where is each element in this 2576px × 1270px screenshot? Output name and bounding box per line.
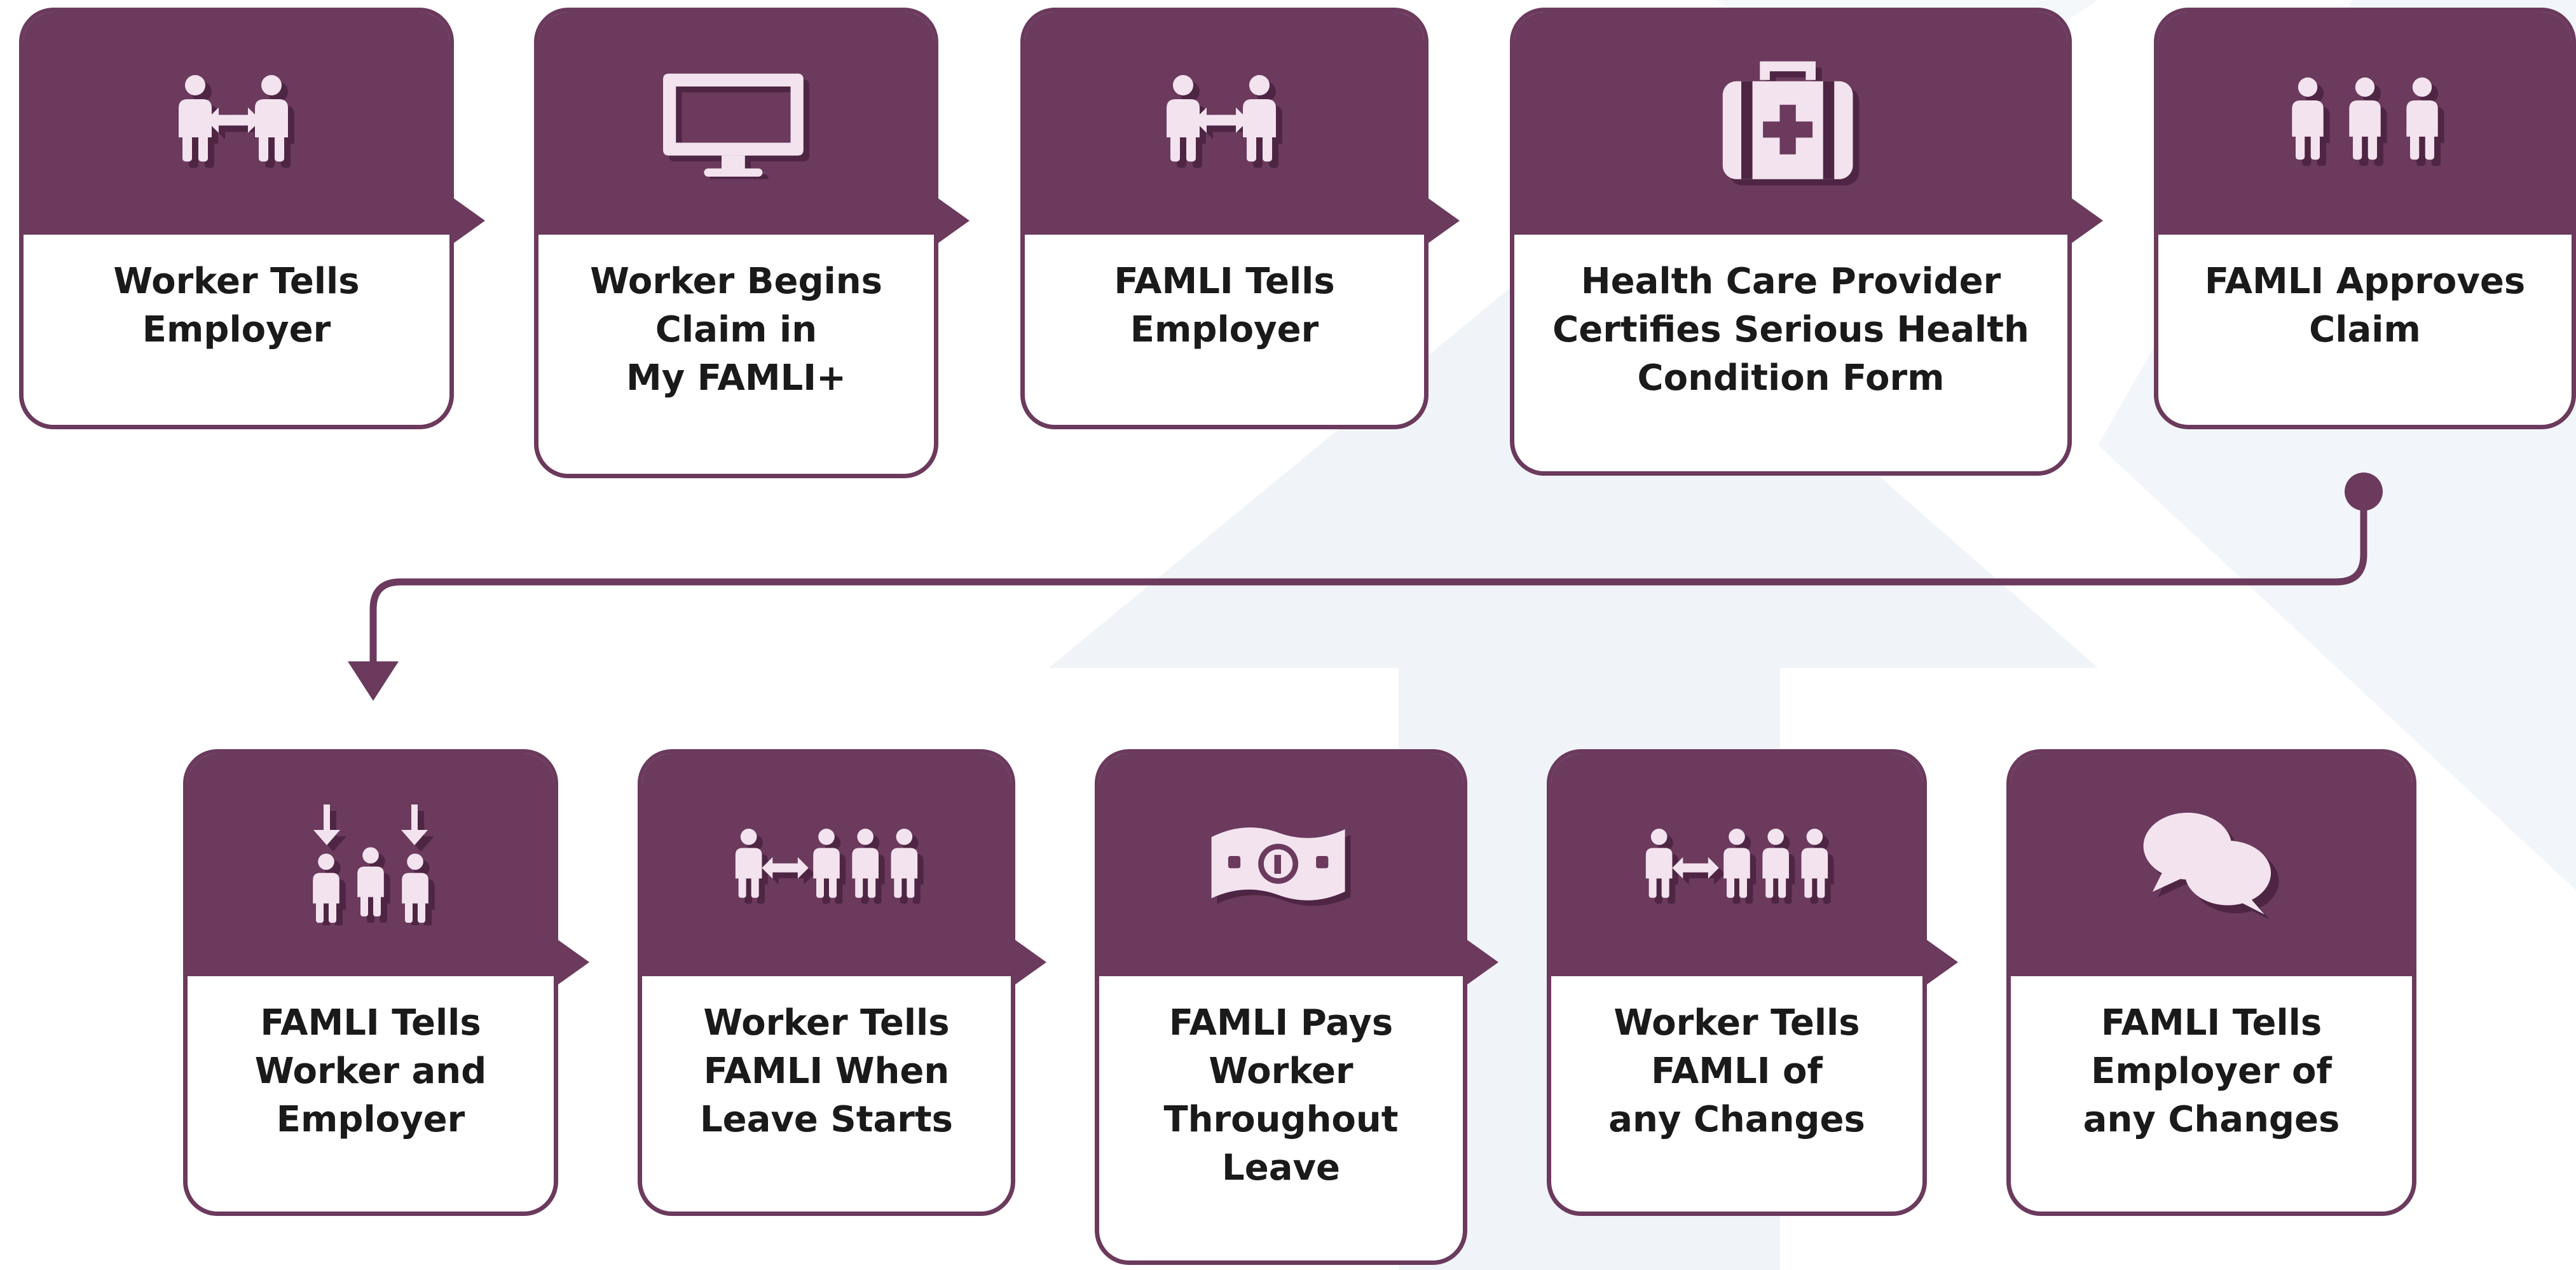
process-step: Worker Begins Claim in My FAMLI+ [534,8,969,478]
step-pointer [554,937,589,988]
step-header [1551,754,1922,976]
process-step: Health Care Provider Certifies Serious H… [1510,8,2103,476]
step-pointer [1011,937,1046,988]
group-of-three-icon [2279,76,2451,171]
process-step: Worker Tells FAMLI When Leave Starts [638,749,1046,1216]
step-header [24,12,449,235]
step-card: Worker Begins Claim in My FAMLI+ [534,8,938,478]
step-label: Worker Tells FAMLI When Leave Starts [699,1002,954,1140]
computer-monitor-icon [663,68,809,179]
step-label: FAMLI Approves Claim [2204,261,2526,350]
step-card: Worker Tells FAMLI When Leave Starts [638,749,1015,1216]
step-label: Worker Tells Employer [113,261,360,350]
process-step: FAMLI Tells Worker and Employer [183,749,589,1216]
step-pointer [1922,937,1958,988]
step-header [1514,12,2067,235]
process-step: Worker Tells Employer [19,8,485,429]
process-step: Worker Tells FAMLI of any Changes [1547,749,1958,1216]
money-bill-icon [1211,820,1351,909]
step-card: Worker Tells Employer [19,8,454,429]
step-pointer [2067,195,2103,246]
step-card: FAMLI Approves Claim [2154,8,2576,429]
step-header [538,12,934,235]
step-card: FAMLI Tells Employer of any Changes [2006,749,2416,1216]
step-label: FAMLI Tells Employer of any Changes [2083,1002,2340,1140]
step-header [2158,12,2572,235]
step-label: Worker Begins Claim in My FAMLI+ [590,261,882,399]
process-step: FAMLI Approves Claim [2154,8,2576,429]
step-header [1099,754,1463,976]
step-card: FAMLI Tells Employer [1020,8,1428,429]
speech-bubbles-icon [2142,811,2282,919]
step-label: Health Care Provider Certifies Serious H… [1552,261,2029,399]
step-card: FAMLI Pays Worker Throughout Leave [1095,749,1467,1265]
step-card: Worker Tells FAMLI of any Changes [1547,749,1927,1216]
step-pointer [1463,937,1498,988]
process-step: FAMLI Tells Employer of any Changes [2006,749,2416,1216]
step-pointer [449,195,485,246]
process-step: FAMLI Pays Worker Throughout Leave [1095,749,1498,1265]
step-label: FAMLI Pays Worker Throughout Leave [1163,1002,1399,1189]
process-step: FAMLI Tells Employer [1020,8,1460,429]
step-pointer [1424,195,1460,246]
step-label: FAMLI Tells Worker and Employer [254,1002,487,1140]
two-people-exchange-icon [160,72,313,174]
medical-bag-icon [1722,61,1860,186]
step-header [1025,12,1424,235]
step-pointer [934,195,969,246]
step-header [188,754,554,976]
step-label: FAMLI Tells Employer [1114,261,1335,350]
two-people-exchange-icon [1148,72,1301,174]
person-to-group-exchange-icon [1635,826,1839,904]
step-card: Health Care Provider Certifies Serious H… [1510,8,2072,476]
family-arrows-down-icon [288,804,453,925]
step-card: FAMLI Tells Worker and Employer [183,749,558,1216]
step-label: Worker Tells FAMLI of any Changes [1608,1002,1865,1140]
step-header [642,754,1011,976]
step-header [2011,754,2412,976]
person-to-group-exchange-icon [725,826,928,904]
